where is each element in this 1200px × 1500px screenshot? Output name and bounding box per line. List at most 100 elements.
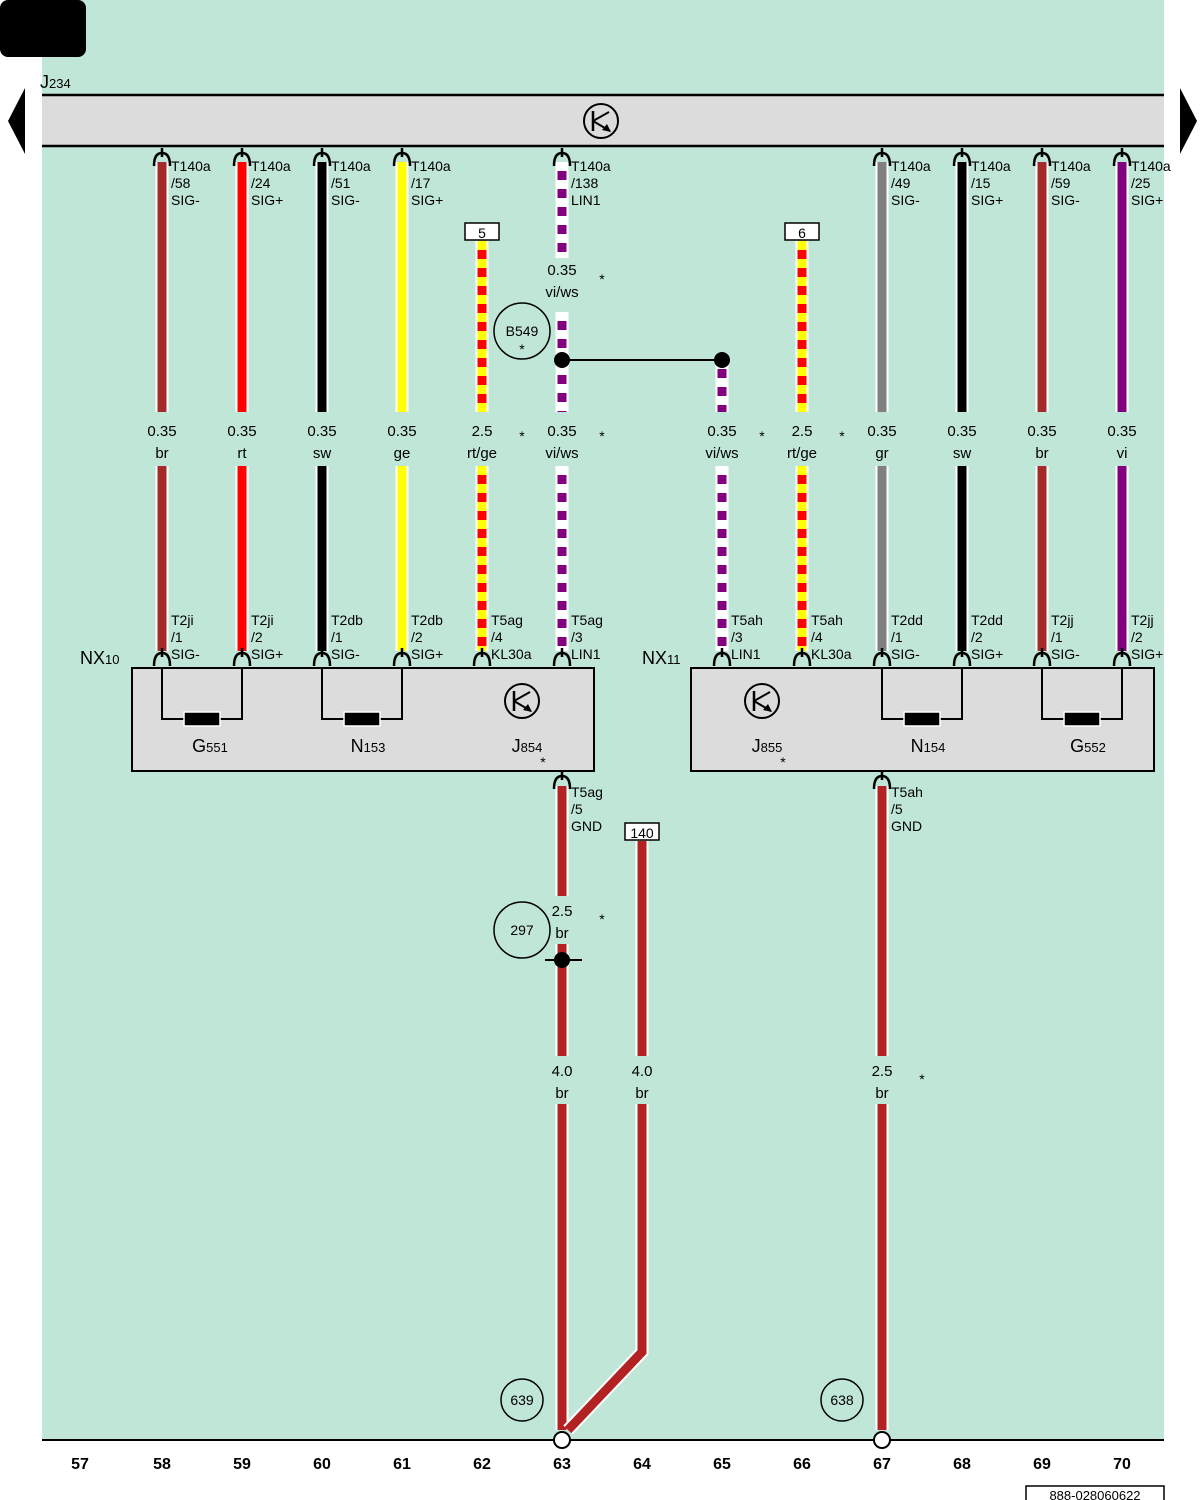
pin-text: T140a <box>331 158 371 174</box>
module-pin-connector <box>312 648 332 667</box>
pin-text: /17 <box>411 175 431 191</box>
page-next-arrow[interactable] <box>1180 88 1197 154</box>
pin-text: T140a <box>971 158 1011 174</box>
ecu-arrow <box>523 704 532 712</box>
wire-color: br <box>555 1085 568 1102</box>
footnote-star: * <box>519 341 525 357</box>
module-pin-connector <box>712 648 732 667</box>
pin-text: T2db <box>411 612 443 628</box>
ecu-arrow <box>763 704 772 712</box>
reference-box-140: 140 <box>624 822 660 841</box>
reference-number: 140 <box>630 825 654 841</box>
wire-color: br <box>875 1085 888 1102</box>
pin-text: SIG- <box>331 192 360 208</box>
pin-text: SIG+ <box>251 192 283 208</box>
ground-terminal <box>553 1431 571 1449</box>
ecu-circle <box>744 683 780 719</box>
control-unit-icon <box>504 683 540 719</box>
bus-pin-connector <box>1112 148 1132 167</box>
diagram-code: 888-028060622 <box>1025 1485 1165 1500</box>
wire-size: 4.0 <box>632 1063 653 1080</box>
code-text: 888-028060622 <box>1049 1488 1140 1500</box>
pin-text: SIG+ <box>971 646 1003 662</box>
wire-size: 2.5 <box>872 1063 893 1080</box>
label-n153: N153 <box>351 736 386 756</box>
footnote-star: * <box>839 428 845 444</box>
wire-size: 4.0 <box>552 1063 573 1080</box>
pin-text: SIG- <box>171 192 200 208</box>
page-prev-arrow[interactable] <box>8 88 25 154</box>
pin-text: SIG+ <box>411 646 443 662</box>
pin-text: /2 <box>971 629 983 645</box>
pin-text: /3 <box>731 629 743 645</box>
column-number: 68 <box>953 1456 971 1473</box>
pin-text: SIG+ <box>971 192 1003 208</box>
pin-text: SIG+ <box>411 192 443 208</box>
label-g552: G552 <box>1070 736 1106 756</box>
wire-color: rt/ge <box>467 445 497 462</box>
module-pin-connector <box>872 771 892 790</box>
wire-color: br <box>555 925 568 942</box>
component-n153 <box>321 667 403 727</box>
ecu-circle <box>504 683 540 719</box>
bus-pin-connector <box>952 148 972 167</box>
wire-color: br <box>1035 445 1048 462</box>
wire-color: sw <box>313 445 332 462</box>
pin-text: T2jj <box>1051 612 1074 628</box>
wire-size: 0.35 <box>227 423 256 440</box>
wire-size: 0.35 <box>547 423 576 440</box>
footnote-star: * <box>540 754 546 770</box>
bus-pin-connector <box>312 148 332 167</box>
pin-text: T140a <box>171 158 211 174</box>
component-body <box>903 711 941 727</box>
wire-size: 0.35 <box>387 423 416 440</box>
pin-text: /15 <box>971 175 991 191</box>
footnote-star: * <box>599 428 605 444</box>
pin-text: SIG- <box>1051 192 1080 208</box>
pin-text: /5 <box>891 801 903 817</box>
pin-text: T2ji <box>251 612 274 628</box>
ground-label: 638 <box>830 1392 854 1408</box>
pin-text: T140a <box>411 158 451 174</box>
pin-text: T5ah <box>811 612 843 628</box>
pin-text: SIG- <box>891 646 920 662</box>
pin-text: /5 <box>571 801 583 817</box>
pin-text: T140a <box>1051 158 1091 174</box>
wire-core <box>564 1104 647 1434</box>
wire-size: 0.35 <box>707 423 736 440</box>
reference-number: 6 <box>798 225 806 241</box>
pin-text: /24 <box>251 175 271 191</box>
splice-dot <box>554 352 570 368</box>
ground-point-638: 638 <box>820 1378 864 1422</box>
ecu-line <box>513 691 531 702</box>
pin-text: /2 <box>1131 629 1143 645</box>
pin-text: /1 <box>891 629 903 645</box>
ground-circle <box>500 1378 544 1422</box>
connector-b549: B549* <box>493 302 551 360</box>
splice-label: 297 <box>510 922 534 938</box>
bus-pin-connector <box>872 148 892 167</box>
pin-text: SIG- <box>171 646 200 662</box>
ground-circle <box>820 1378 864 1422</box>
footnote-star: * <box>759 428 765 444</box>
column-number: 65 <box>713 1456 731 1473</box>
wire-color: gr <box>875 445 888 462</box>
pin-text: GND <box>571 818 602 834</box>
fuse-reference-box: 6 <box>784 222 820 241</box>
pin-text: GND <box>891 818 922 834</box>
column-number: 63 <box>553 1456 571 1473</box>
wire-color: sw <box>953 445 972 462</box>
ecu-line <box>753 691 771 702</box>
footnote-star: * <box>780 754 786 770</box>
pin-text: SIG- <box>331 646 360 662</box>
wire-color: vi/ws <box>705 445 738 462</box>
pin-text: T2jj <box>1131 612 1154 628</box>
pin-text: /138 <box>571 175 598 191</box>
